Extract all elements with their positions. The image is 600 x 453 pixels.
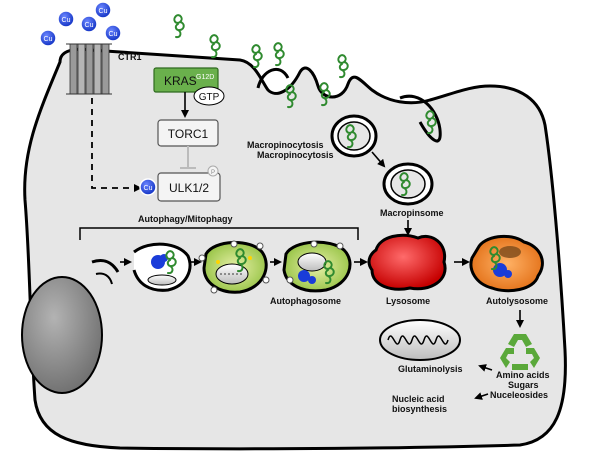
ctr1-transporter bbox=[66, 43, 112, 95]
autophagosome-label: Autophagosome bbox=[270, 296, 341, 306]
copper-ion-icon: Cu bbox=[57, 10, 75, 28]
phagophore bbox=[91, 258, 120, 285]
autolysosome-label: Autolysosome bbox=[486, 296, 548, 306]
lysosome bbox=[367, 233, 447, 291]
copper-uptake-arrow bbox=[91, 98, 142, 192]
nucleosides-to-nucleic-acid-arrow bbox=[474, 392, 489, 400]
macropinosome-arrow-1 bbox=[371, 151, 386, 168]
recycle-icon bbox=[500, 334, 540, 370]
glutaminolysis-label: Glutaminolysis bbox=[398, 364, 463, 374]
mitochondrion-icon bbox=[379, 319, 461, 361]
copper-ion-icon: Cu bbox=[94, 1, 112, 19]
autophagy-label: Autophagy/Mitophagy bbox=[138, 214, 233, 224]
svg-text:TORC1: TORC1 bbox=[168, 127, 209, 141]
macropinosome bbox=[382, 162, 434, 206]
macropinosome-forming bbox=[330, 114, 378, 158]
svg-text:Cu: Cu bbox=[144, 185, 153, 192]
torc1-box: TORC1 bbox=[157, 119, 219, 147]
svg-text:Cu: Cu bbox=[44, 36, 53, 43]
sugars-label: Sugars bbox=[508, 380, 539, 390]
kras-mutation-label: G12D bbox=[196, 74, 214, 81]
macropinocytosis-label-2: Macropinocytosis bbox=[257, 150, 334, 160]
membrane-ruffle-2 bbox=[399, 94, 442, 143]
copper-ion-icon: Cu bbox=[104, 24, 122, 42]
svg-text:Cu: Cu bbox=[62, 17, 71, 24]
torc1-ulk-inhibition bbox=[180, 146, 196, 169]
autophagosome bbox=[282, 240, 352, 293]
svg-text:ULK1/2: ULK1/2 bbox=[169, 181, 209, 195]
kras-box: KRAS G12D bbox=[153, 67, 219, 93]
ulk-box: ULK1/2 bbox=[157, 172, 221, 202]
copper-ions-extracellular: Cu Cu Cu Cu Cu bbox=[39, 1, 122, 47]
kras-label: KRAS bbox=[164, 74, 197, 88]
nucleus-icon bbox=[21, 276, 103, 394]
svg-text:P: P bbox=[211, 170, 215, 176]
nucleic-acid-label-1: Nucleic acid bbox=[392, 394, 445, 404]
phagophore-expanding bbox=[132, 242, 192, 292]
amino-acids-label: Amino acids bbox=[496, 370, 550, 380]
amino-acids-to-glutaminolysis-arrow bbox=[478, 364, 493, 372]
macropinosome-label: Macropinsome bbox=[380, 208, 444, 218]
lysosome-label: Lysosome bbox=[386, 296, 430, 306]
svg-text:GTP: GTP bbox=[199, 92, 220, 103]
phospho-badge: P bbox=[207, 165, 219, 177]
svg-text:Cu: Cu bbox=[99, 8, 108, 15]
autolysosome bbox=[469, 234, 544, 293]
gtp-badge: GTP bbox=[193, 86, 225, 106]
copper-ion-icon: Cu bbox=[80, 15, 98, 33]
autophagy-bracket bbox=[79, 227, 359, 240]
svg-text:Cu: Cu bbox=[109, 31, 118, 38]
macropinocytosis-label-1: Macropinocytosis bbox=[247, 140, 324, 150]
copper-ion-icon: Cu bbox=[39, 29, 57, 47]
copper-ion-icon: Cu bbox=[139, 178, 157, 196]
svg-text:Cu: Cu bbox=[85, 22, 94, 29]
autophagosome-early bbox=[198, 240, 270, 294]
nucleic-acid-label-2: biosynthesis bbox=[392, 404, 447, 414]
ctr1-label: CTR1 bbox=[118, 52, 142, 62]
membrane-ruffle-1 bbox=[256, 67, 290, 89]
nucleosides-label: Nuceleosides bbox=[490, 390, 548, 400]
